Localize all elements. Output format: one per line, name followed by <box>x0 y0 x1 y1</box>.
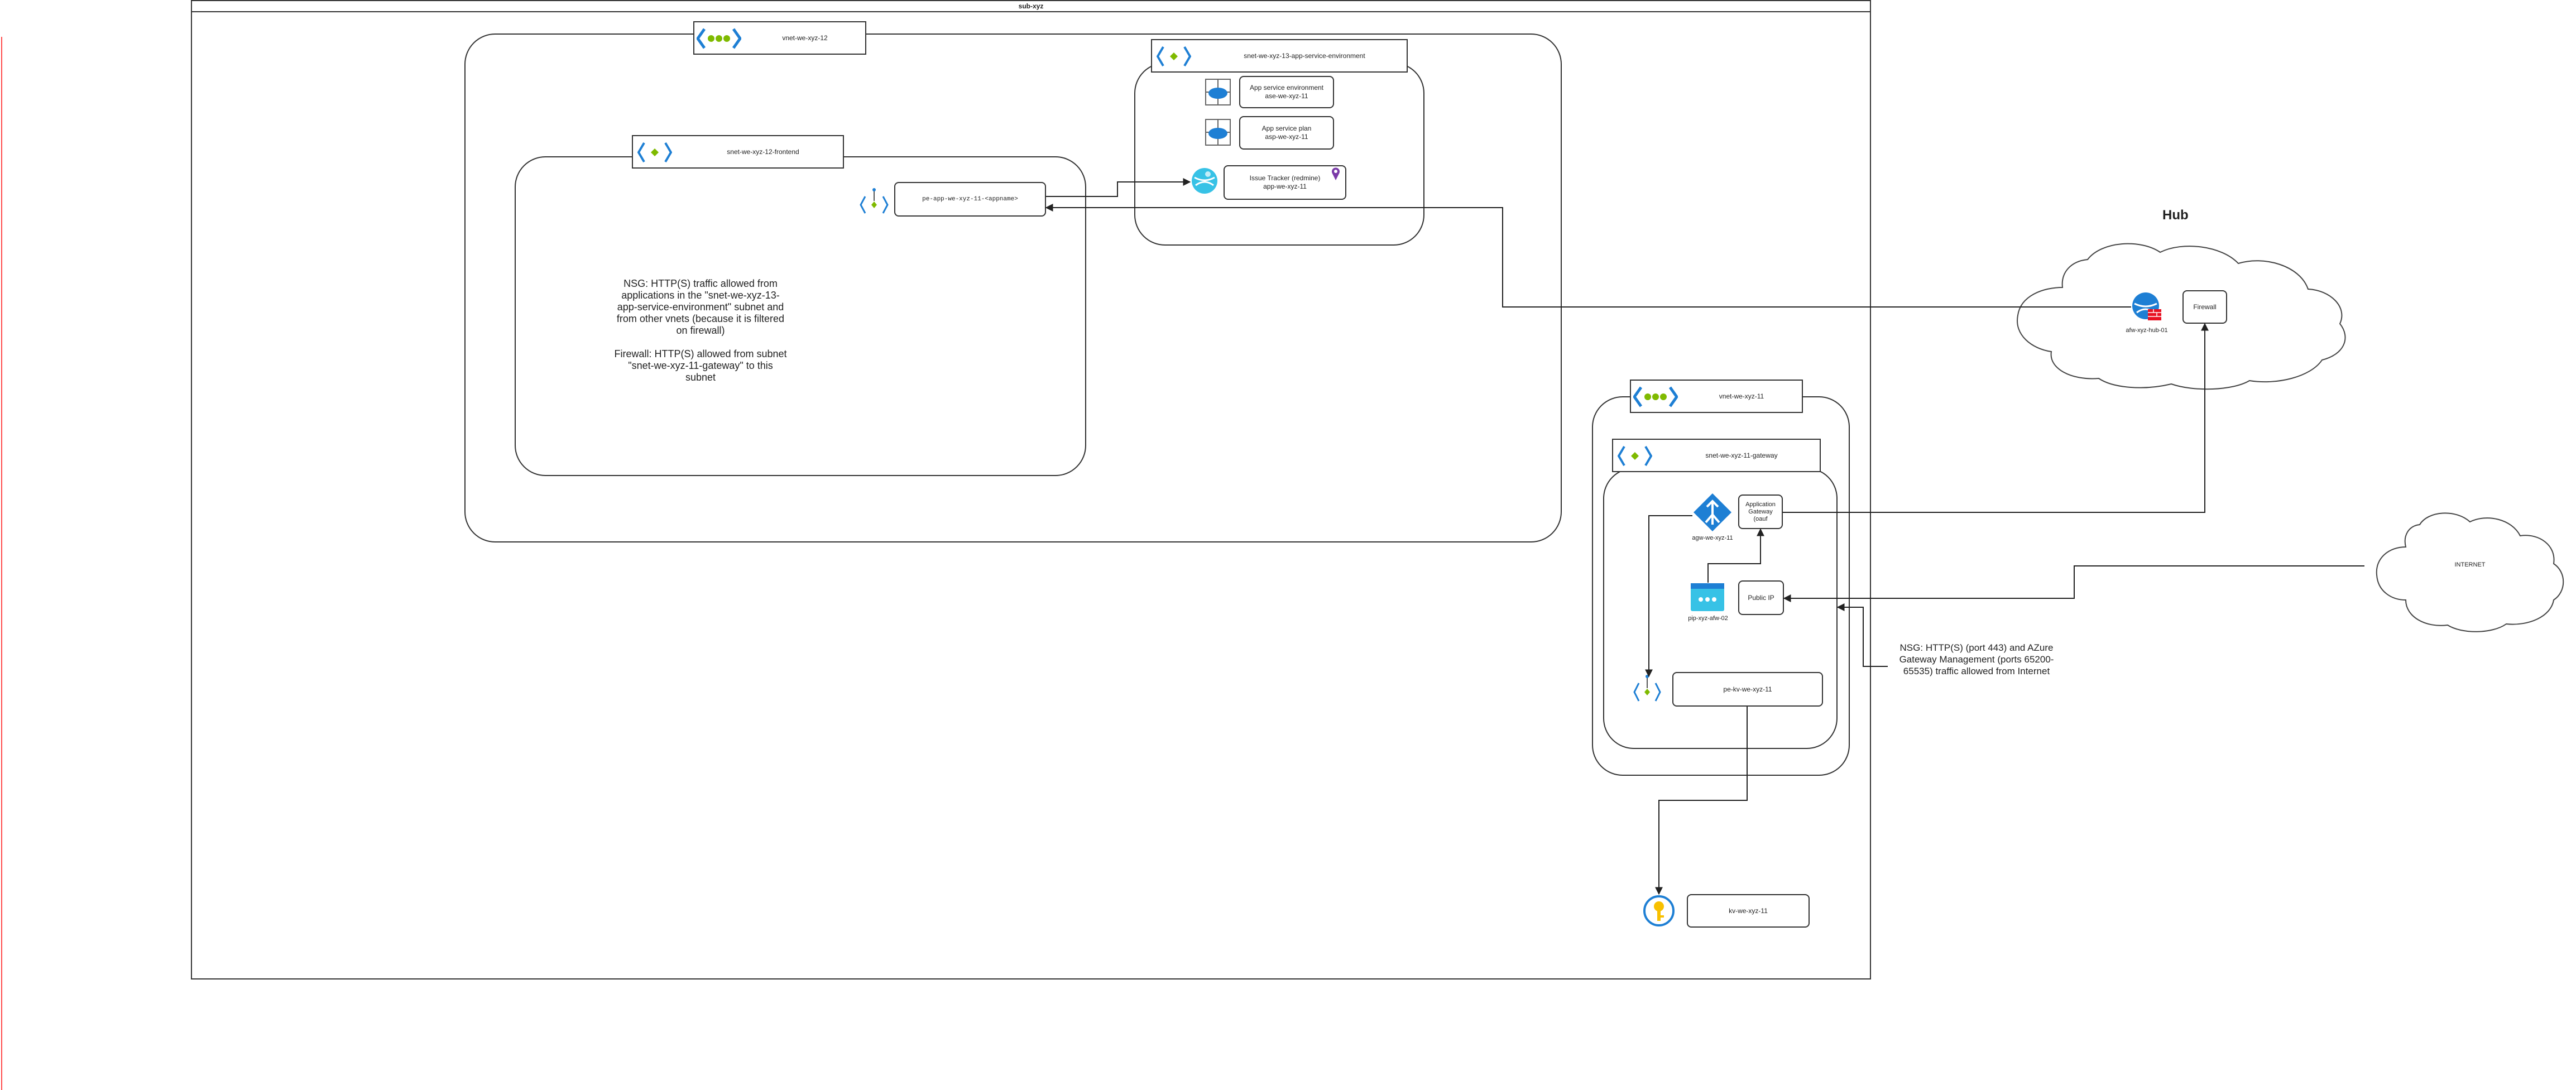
appgw-label-line: Gateway <box>1748 508 1773 515</box>
hub-title: Hub <box>2162 208 2189 223</box>
public-ip-box[interactable]: Public IP <box>1738 580 1784 615</box>
connector-internet-to-public-ip <box>1783 565 2364 602</box>
appgw-label-line: Application <box>1745 501 1776 508</box>
vnet-xyz11-name: vnet-we-xyz-11 <box>1719 392 1764 400</box>
key-vault-icon <box>1643 895 1675 926</box>
connector-firewall-to-pe-app <box>1045 204 2131 308</box>
asp-name-label: asp-we-xyz-11 <box>1265 133 1308 141</box>
subnet-icon <box>637 142 672 163</box>
subnet-gateway-label[interactable]: snet-we-xyz-11-gateway <box>1612 439 1821 472</box>
appgw-box[interactable]: Application Gateway (oauf <box>1738 494 1783 529</box>
ase-type-label: App service environment <box>1249 84 1324 92</box>
key-vault-label: kv-we-xyz-11 <box>1729 906 1768 915</box>
firewall-label: Firewall <box>2193 302 2217 311</box>
subnet-icon <box>1618 445 1652 467</box>
note-line: subnet <box>685 372 716 383</box>
note-line: "snet-we-xyz-11-gateway" to this <box>628 360 773 371</box>
subscription-title: sub-xyz <box>191 0 1871 12</box>
ase-name-label: ase-we-xyz-11 <box>1265 92 1308 100</box>
note-line: Gateway Management (ports 65200- <box>1899 654 2054 665</box>
note-line: NSG: HTTP(S) traffic allowed from <box>623 278 778 289</box>
appgw-label-line: (oauf <box>1753 515 1768 522</box>
app-service-icon <box>1205 79 1231 105</box>
private-endpoint-kv-box[interactable]: pe-kv-we-xyz-11 <box>1672 672 1823 707</box>
internet-label: INTERNET <box>2454 561 2486 568</box>
firewall-box[interactable]: Firewall <box>2182 290 2227 324</box>
note-line: 65535) traffic allowed from Internet <box>1903 666 2050 676</box>
private-endpoint-kv-label: pe-kv-we-xyz-11 <box>1723 685 1772 693</box>
private-endpoint-app-box[interactable]: pe-app-we-xyz-11-<appname> <box>894 182 1046 217</box>
left-guide-line <box>1 37 2 1090</box>
location-pin-icon <box>1332 167 1340 180</box>
private-endpoint-icon <box>1633 675 1661 702</box>
firewall-icon <box>2132 292 2161 320</box>
public-ip-caption: pip-xyz-afw-02 <box>1688 615 1728 622</box>
appgw-caption: agw-we-xyz-11 <box>1692 535 1733 541</box>
frontend-nsg-note: NSG: HTTP(S) traffic allowed from applic… <box>592 278 809 383</box>
application-gateway-icon <box>1694 493 1731 531</box>
issue-tracker-type-label: Issue Tracker (redmine) <box>1249 174 1321 182</box>
note-line: app-service-environment" subnet and <box>617 301 784 313</box>
firewall-caption: afw-xyz-hub-01 <box>2126 327 2168 334</box>
connector-pe-kv-to-key-vault <box>1655 707 1748 895</box>
subnet-icon <box>1157 46 1191 67</box>
subnet-frontend-label[interactable]: snet-we-xyz-12-frontend <box>632 135 844 169</box>
issue-tracker-box[interactable]: Issue Tracker (redmine) app-we-xyz-11 <box>1224 165 1346 200</box>
subnet-frontend-name: snet-we-xyz-12-frontend <box>727 148 799 156</box>
hub-cloud-shape <box>2017 243 2346 390</box>
note-line: on firewall) <box>676 325 725 336</box>
note-line: NSG: HTTP(S) (port 443) and AZure <box>1899 642 2054 653</box>
note-line: Firewall: HTTP(S) allowed from subnet <box>614 348 787 359</box>
subnet-gateway-name: snet-we-xyz-11-gateway <box>1705 452 1778 459</box>
connector-appgw-to-pe-kv <box>1645 515 1692 678</box>
key-vault-box[interactable]: kv-we-xyz-11 <box>1687 894 1810 928</box>
private-endpoint-app-label: pe-app-we-xyz-11-<appname> <box>922 195 1018 203</box>
subnet-ase-name: snet-we-xyz-13-app-service-environment <box>1244 52 1365 60</box>
connector-nsg-note-to-gateway-subnet <box>1836 603 1888 667</box>
web-app-icon <box>1192 168 1217 194</box>
private-endpoint-icon <box>860 188 889 214</box>
note-line: applications in the "snet-we-xyz-13- <box>621 290 780 301</box>
note-line: from other vnets (because it is filtered <box>616 313 785 324</box>
vnet-icon <box>697 28 741 49</box>
issue-tracker-name-label: app-we-xyz-11 <box>1263 183 1307 190</box>
public-ip-label: Public IP <box>1748 593 1774 602</box>
gateway-nsg-note: NSG: HTTP(S) (port 443) and AZure Gatewa… <box>1890 642 2063 677</box>
vnet-icon <box>1633 386 1678 407</box>
subnet-ase-label[interactable]: snet-we-xyz-13-app-service-environment <box>1151 39 1408 73</box>
asp-box[interactable]: App service plan asp-we-xyz-11 <box>1239 116 1334 150</box>
vnet-xyz12-name: vnet-we-xyz-12 <box>782 34 828 42</box>
connector-pe-to-issue-tracker <box>1046 178 1191 197</box>
connector-public-ip-to-appgw <box>1707 528 1764 583</box>
public-ip-icon <box>1691 583 1724 611</box>
connector-appgw-to-firewall <box>1783 323 2209 513</box>
asp-type-label: App service plan <box>1261 124 1312 132</box>
ase-box[interactable]: App service environment ase-we-xyz-11 <box>1239 76 1334 108</box>
internet-cloud-shape <box>2376 512 2564 632</box>
app-service-plan-icon <box>1205 119 1231 146</box>
vnet-xyz12-label[interactable]: vnet-we-xyz-12 <box>693 21 866 55</box>
vnet-xyz11-label[interactable]: vnet-we-xyz-11 <box>1630 380 1803 413</box>
